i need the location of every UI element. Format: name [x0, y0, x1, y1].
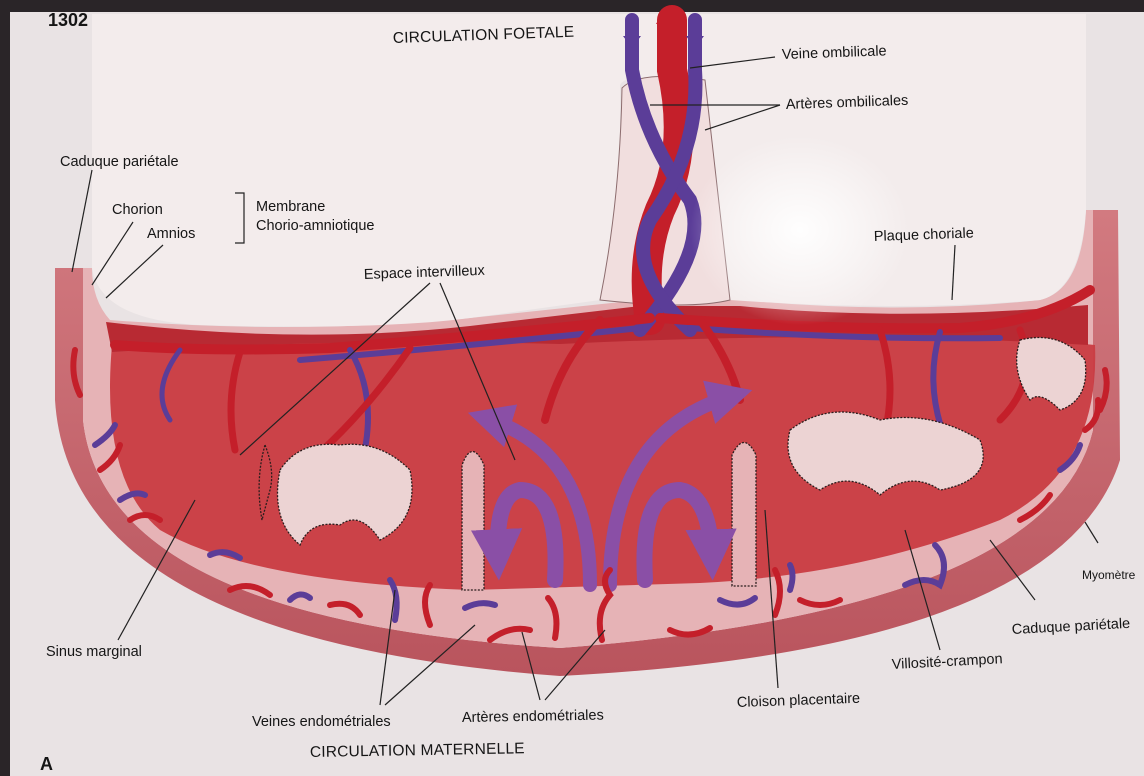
- label-arteres-endometriales: Artères endométriales: [462, 708, 604, 726]
- label-sinus-marginal: Sinus marginal: [46, 644, 142, 660]
- label-chorio-amniotique: Chorio-amniotique: [256, 218, 374, 234]
- figure-letter: A: [40, 754, 53, 774]
- label-veines-endometriales: Veines endométriales: [252, 714, 391, 730]
- label-amnios: Amnios: [147, 226, 195, 242]
- label-caduque-parietale-top: Caduque pariétale: [60, 154, 179, 170]
- label-membrane: Membrane: [256, 199, 325, 215]
- cavite-amniotique: [92, 14, 1086, 326]
- page-number: 1302: [48, 10, 88, 30]
- label-chorion: Chorion: [112, 202, 163, 218]
- label-myometre: Myomètre: [1082, 568, 1136, 582]
